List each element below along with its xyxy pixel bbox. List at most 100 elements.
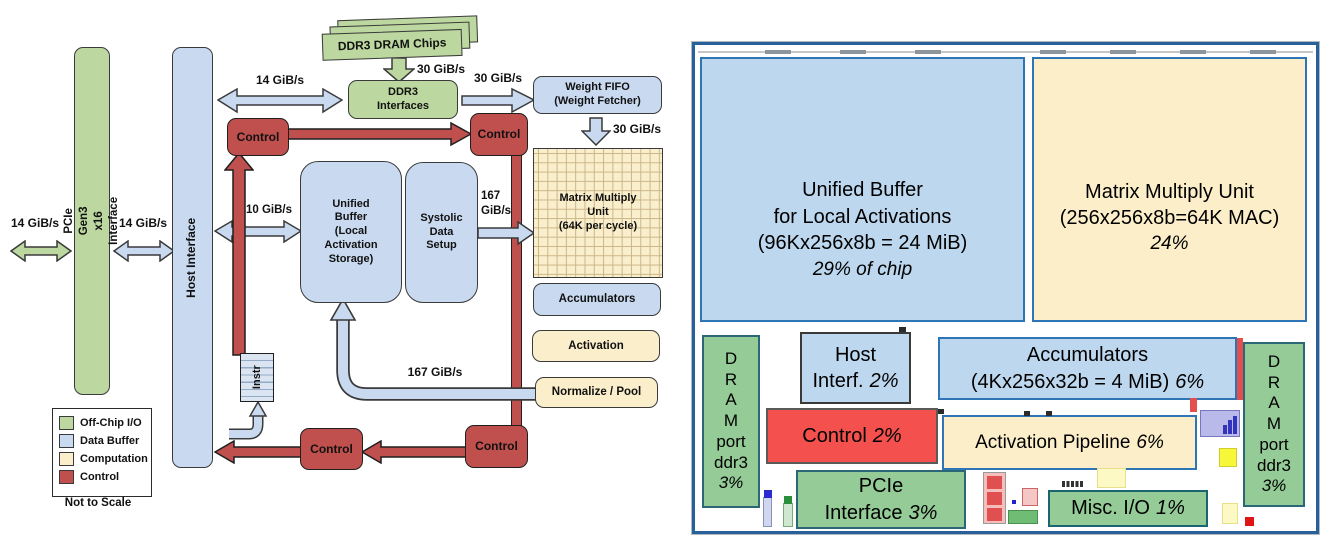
- die-dash-row: [1062, 481, 1084, 487]
- unified-buffer-block: Unified Buffer (Local Activation Storage…: [300, 161, 402, 303]
- die-top-dash-2: [840, 50, 866, 54]
- fp-host-percent: 2%: [869, 370, 899, 392]
- die-tick-4: [1046, 411, 1052, 416]
- label-10gibs: 10 GiB/s: [245, 204, 293, 216]
- accumulators-block: Accumulators: [533, 283, 661, 316]
- fp-pcie-line1: PCIe: [858, 475, 904, 498]
- label-14gibs-pcie-host: 14 GiB/s: [118, 216, 168, 230]
- control-arrow-left: [361, 440, 467, 464]
- control-block-1: Control: [227, 118, 289, 156]
- host-interface-block: Host Interface: [172, 47, 213, 468]
- fp-ub-line3: (96Kx256x8b = 24 MiB): [757, 232, 968, 255]
- fp-dram-port-right: D R A M port ddr3 3%: [1243, 342, 1305, 507]
- systolic-mmu-arrow: [477, 221, 535, 245]
- fp-red-sliver-small: [1190, 398, 1197, 412]
- die-top-dash-3: [915, 50, 941, 54]
- label-30gibs-dram: 30 GiB/s: [417, 62, 466, 76]
- fp-control: Control 2%: [766, 408, 938, 464]
- label-167gibs-return: 167 GiB/s: [407, 365, 463, 379]
- weight-fifo-block: Weight FIFO (Weight Fetcher): [533, 76, 662, 114]
- fp-ub-line2: for Local Activations: [773, 205, 952, 228]
- control-block-2: Control: [470, 113, 528, 156]
- fp-control-label: Control: [802, 424, 867, 447]
- legend-swatch-offchip: [59, 416, 74, 430]
- fp-actpipe-percent: 6%: [1136, 431, 1164, 453]
- control-block-3: Control: [300, 428, 363, 470]
- instruction-queue-block: Instr: [240, 353, 274, 402]
- die-mini-chart: [1200, 410, 1240, 437]
- legend-label-computation: Computation: [80, 453, 148, 465]
- fp-host-interface: Host Interf. 2%: [800, 332, 911, 404]
- fp-actpipe-label: Activation Pipeline: [975, 431, 1131, 453]
- fp-red-sliver-right: [1237, 338, 1243, 400]
- label-167-line1: 167: [481, 190, 501, 202]
- die-top-dash-1: [765, 50, 791, 54]
- fp-dram-left-label: D R A M port ddr3: [713, 348, 749, 472]
- label-167-line2: GiB/s: [481, 205, 512, 217]
- fp-mmu-line1: Matrix Multiply Unit: [1085, 180, 1254, 203]
- ddr3-fifo-arrow: [461, 87, 535, 114]
- fp-mmu-percent: 24%: [1150, 233, 1189, 255]
- fp-acc-percent: 6%: [1175, 370, 1205, 393]
- host-interface-label: Host Interface: [184, 217, 199, 298]
- ddr3-dram-chips-stack: DDR3 DRAM Chips: [321, 15, 483, 67]
- die-yellow-block-1: [1219, 448, 1237, 467]
- fp-pcie-percent: 3%: [908, 501, 938, 524]
- activation-block: Activation: [532, 330, 660, 362]
- legend-label-control: Control: [80, 471, 120, 483]
- fp-misc-io: Misc. I/O 1%: [1048, 490, 1208, 527]
- pcie-external-double-arrow: [10, 240, 72, 262]
- control-arrow-left-to-host: [214, 440, 302, 464]
- fp-acc-line1: Accumulators: [1026, 344, 1149, 367]
- fp-mmu-line2: (256x256x8b=64K MAC): [1059, 206, 1280, 229]
- die-tick-1: [899, 327, 906, 332]
- die-yellow-block-2: [1097, 468, 1126, 488]
- instr-feed-curved-arrow: [229, 400, 268, 440]
- die-mini-chart-bar3: [1233, 416, 1237, 434]
- die-red-square: [1245, 517, 1254, 526]
- host-ddr3-double-arrow: [217, 87, 343, 114]
- label-30gibs-mmu: 30 GiB/s: [613, 122, 662, 136]
- label-30gibs-fifo: 30 GiB/s: [473, 71, 523, 85]
- die-red-strip-sq1: [987, 476, 1002, 489]
- legend-swatch-control: [59, 470, 74, 484]
- legend-row-computation: Computation: [59, 450, 151, 468]
- fp-host-line2: Interf.: [812, 370, 864, 392]
- die-io-strip-2: [783, 496, 793, 527]
- legend-label-buffer: Data Buffer: [80, 435, 140, 447]
- fp-matrix-multiply-unit: Matrix Multiply Unit (256x256x8b=64K MAC…: [1032, 57, 1307, 322]
- die-blue-dot: [1012, 500, 1016, 504]
- instr-control-up-arrow: [224, 152, 254, 356]
- fp-dram-left-percent: 3%: [718, 473, 744, 493]
- die-top-dash-6: [1180, 50, 1206, 54]
- fp-dram-right-percent: 3%: [1261, 476, 1287, 496]
- dram-chip-front: DDR3 DRAM Chips: [321, 28, 463, 61]
- control-arrow-right: [288, 121, 472, 147]
- fifo-mmu-down-arrow: [581, 117, 611, 146]
- die-top-hairline: [698, 51, 1313, 53]
- die-red-strip-sq3: [987, 508, 1002, 521]
- fp-pcie-line2: Interface: [824, 501, 903, 524]
- systolic-data-setup-block: Systolic Data Setup: [405, 162, 478, 303]
- die-red-strip-sq2: [987, 492, 1002, 505]
- fp-ub-line1: Unified Buffer: [802, 179, 923, 202]
- legend: Off-Chip I/O Data Buffer Computation Con…: [52, 408, 152, 497]
- die-mini-chart-bar2: [1228, 420, 1232, 434]
- not-to-scale-note: Not to Scale: [64, 497, 132, 509]
- fp-accumulators: Accumulators (4Kx256x32b = 4 MiB) 6%: [938, 337, 1237, 400]
- dram-ddr3-down-arrow: [383, 57, 415, 83]
- die-tick-2: [938, 409, 944, 414]
- fp-pcie-interface: PCIe Interface 3%: [796, 470, 966, 529]
- fp-control-percent: 2%: [872, 424, 902, 447]
- legend-swatch-buffer: [59, 434, 74, 448]
- die-mini-chart-bar1: [1223, 425, 1227, 434]
- fp-misc-label: Misc. I/O: [1071, 497, 1150, 520]
- die-yellow-block-3: [1222, 503, 1238, 524]
- label-14gibs-host-ddr: 14 GiB/s: [255, 73, 305, 87]
- fp-unified-buffer: Unified Buffer for Local Activations (96…: [700, 57, 1025, 322]
- matrix-multiply-unit-block: Matrix Multiply Unit (64K per cycle): [533, 148, 663, 278]
- legend-label-offchip: Off-Chip I/O: [80, 417, 142, 429]
- die-red-strip: [983, 472, 1006, 524]
- die-tap-block: [1022, 488, 1038, 506]
